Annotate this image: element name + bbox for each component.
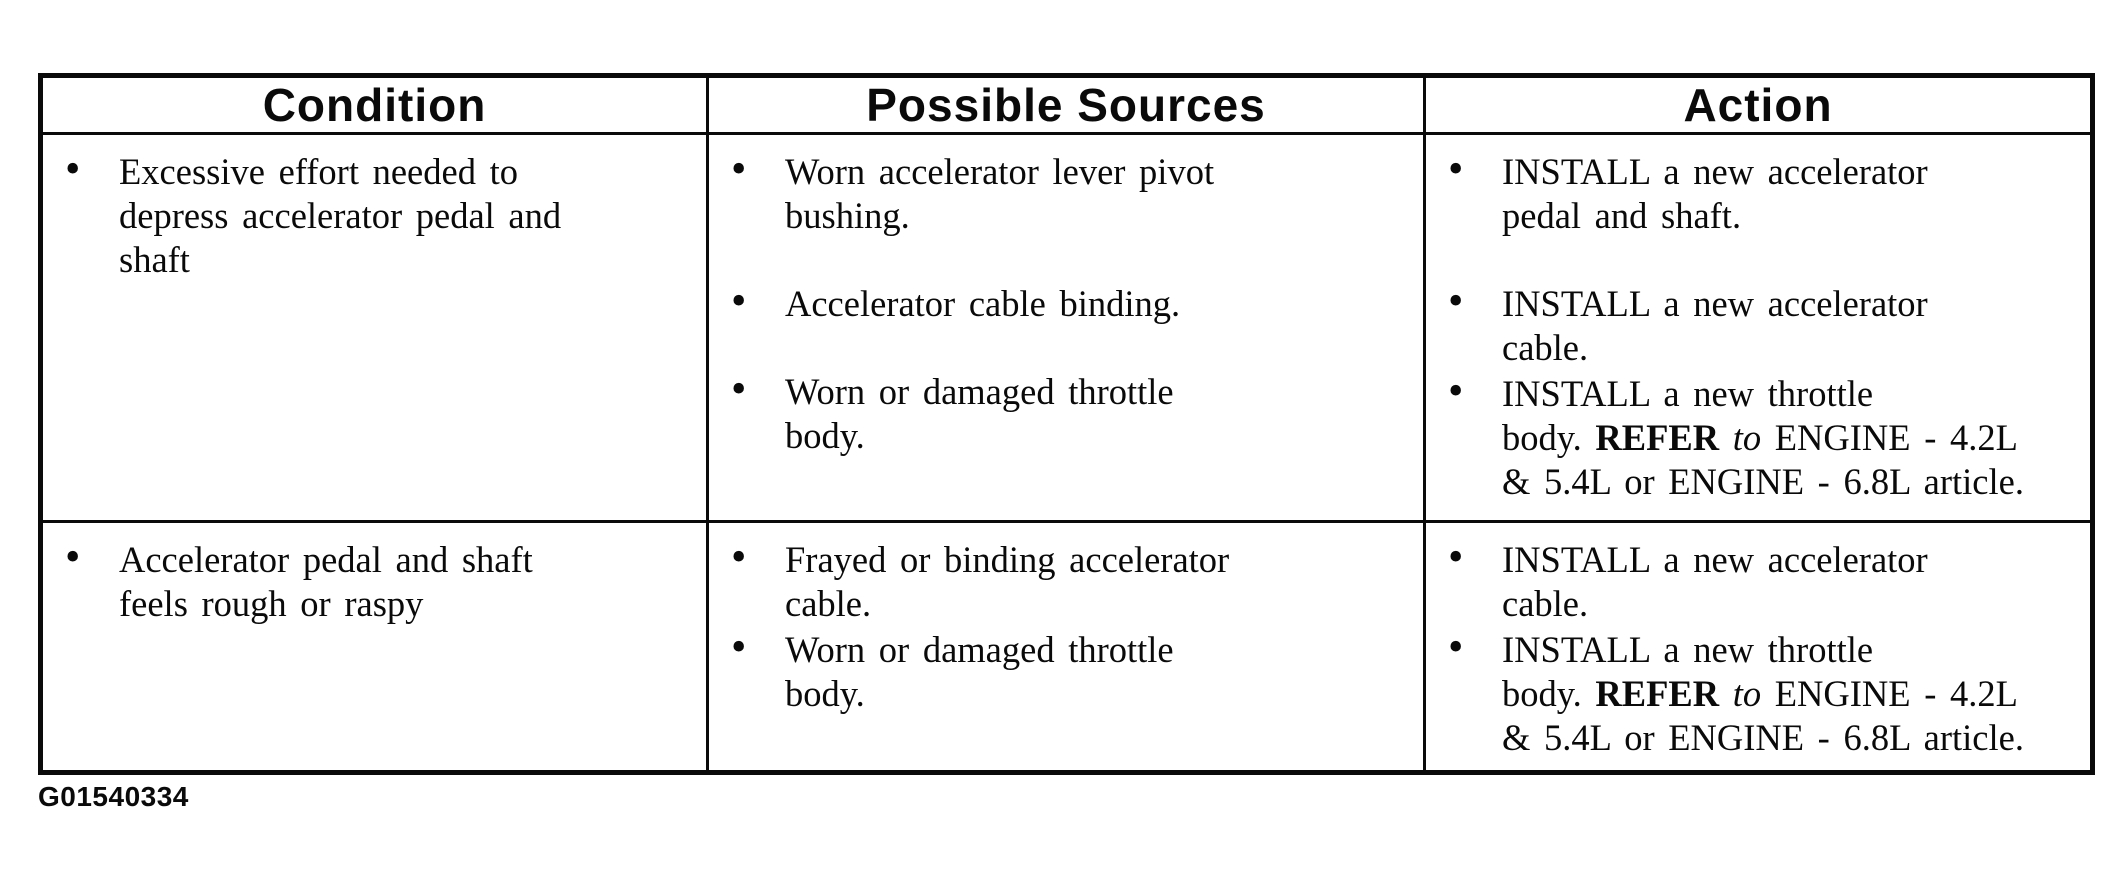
text-segment: depress accelerator pedal and [119, 195, 562, 236]
column-header-possible-sources: Possible Sources [706, 74, 1426, 135]
bullet-icon: • [1448, 622, 1464, 671]
text-segment: cable. [785, 583, 872, 624]
bullet-icon: • [731, 276, 747, 325]
text-segment: Frayed or binding accelerator [785, 539, 1230, 580]
text-segment: cable. [1502, 327, 1589, 368]
text-segment: bushing. [785, 195, 910, 236]
text-segment: INSTALL a new accelerator [1502, 539, 1928, 580]
text-segment: INSTALL a new throttle [1502, 629, 1874, 670]
text-segment: pedal and shaft. [1502, 195, 1742, 236]
text-segment: INSTALL a new accelerator [1502, 151, 1928, 192]
bullet-icon: • [65, 532, 81, 581]
text-segment: Accelerator cable binding. [785, 283, 1181, 324]
figure-id-label: G01540334 [38, 781, 189, 812]
bullet-icon: • [1448, 144, 1464, 193]
list-item-text: Accelerator cable binding. [785, 282, 1417, 326]
table-header-row: Condition Possible Sources Action [39, 74, 2094, 135]
diagnostic-table-container: Condition Possible Sources Action • Exces… [38, 73, 2095, 775]
bullet-icon: • [1448, 276, 1464, 325]
text-segment: ENGINE - 4.2L [1761, 417, 2018, 458]
text-segment: & 5.4L or ENGINE - 6.8L article. [1502, 717, 2024, 758]
bullet-icon: • [731, 144, 747, 193]
bullet-icon: • [65, 144, 81, 193]
text-segment: ENGINE - 4.2L [1761, 673, 2018, 714]
text-segment: body. [1502, 673, 1596, 714]
text-segment: cable. [1502, 583, 1589, 624]
text-segment: INSTALL a new accelerator [1502, 283, 1928, 324]
text-segment: Worn or damaged throttle [785, 629, 1174, 670]
text-segment: to [1732, 417, 1762, 458]
text-segment: Worn or damaged throttle [785, 371, 1174, 412]
text-segment [1719, 673, 1733, 714]
bullet-icon: • [1448, 366, 1464, 415]
text-segment: Accelerator pedal and shaft [119, 539, 533, 580]
text-segment [1719, 417, 1733, 458]
bullet-icon: • [731, 622, 747, 671]
text-segment: REFER [1595, 417, 1720, 458]
text-segment: feels rough or raspy [119, 583, 424, 624]
text-segment: Worn accelerator lever pivot [785, 151, 1215, 192]
text-segment: & 5.4L or ENGINE - 6.8L article. [1502, 461, 2024, 502]
column-header-action: Action [1423, 74, 2094, 135]
text-segment: Excessive effort needed to [119, 151, 518, 192]
text-segment: body. [785, 415, 865, 456]
text-segment: to [1732, 673, 1762, 714]
column-header-condition: Condition [39, 74, 709, 135]
diagnostic-table: Condition Possible Sources Action • Exces… [38, 73, 2095, 775]
bullet-icon: • [1448, 532, 1464, 581]
text-segment: INSTALL a new throttle [1502, 373, 1874, 414]
text-segment: body. [785, 673, 865, 714]
list-item: • Accelerator cable binding. [709, 276, 1417, 326]
text-segment: REFER [1595, 673, 1720, 714]
text-segment: shaft [119, 239, 190, 280]
bullet-icon: • [731, 532, 747, 581]
bullet-icon: • [731, 364, 747, 413]
text-segment: body. [1502, 417, 1596, 458]
